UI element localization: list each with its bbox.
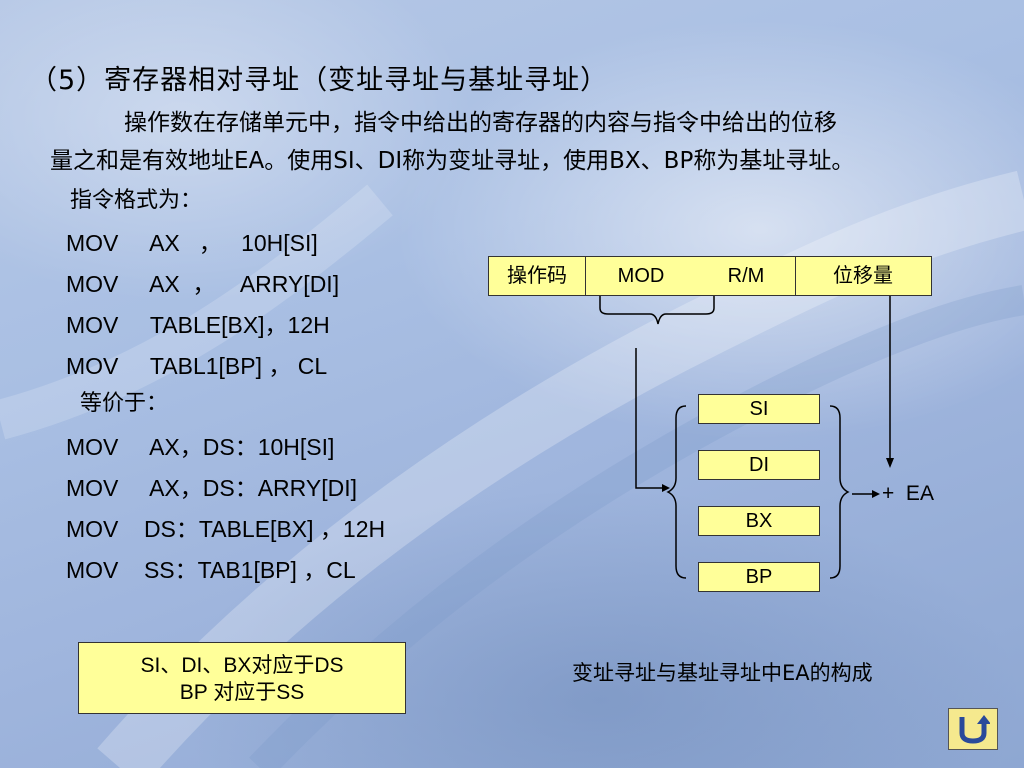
instruction-2: MOV AX ， ARRY[DI]	[66, 271, 340, 297]
instruction-1: MOV AX ， 10H[SI]	[66, 230, 318, 256]
instruction-3: MOV TABLE[BX]，12H	[66, 312, 330, 338]
equivalent-1: MOV AX，DS：10H[SI]	[66, 434, 335, 460]
note-line-2: BP 对应于SS	[179, 681, 305, 704]
register-di: DI	[698, 450, 820, 480]
instruction-format-box: 操作码 MOD R/M 位移量	[488, 256, 932, 296]
field-mod: MOD	[617, 265, 665, 287]
equivalent-4: MOV SS：TAB1[BP] ，CL	[66, 557, 356, 583]
register-si: SI	[698, 394, 820, 424]
equivalent-3: MOV DS：TABLE[BX] ，12H	[66, 516, 386, 542]
equivalent-label: 等价于：	[80, 391, 169, 416]
paragraph-line-1: 操作数在存储单元中，指令中给出的寄存器的内容与指令中给出的位移	[124, 110, 837, 136]
format-label: 指令格式为：	[70, 188, 203, 213]
paragraph-line-2: 量之和是有效地址EA。使用SI、DI称为变址寻址，使用BX、BP称为基址寻址。	[50, 148, 855, 174]
return-icon	[959, 715, 990, 744]
diagram-caption: 变址寻址与基址寻址中EA的构成	[572, 661, 873, 685]
register-bx: BX	[698, 506, 820, 536]
segment-note-box: SI、DI、BX对应于DS BP 对应于SS	[78, 642, 406, 714]
return-button[interactable]	[948, 708, 998, 750]
equivalent-2: MOV AX，DS：ARRY[DI]	[66, 475, 357, 501]
field-opcode: 操作码	[489, 257, 586, 295]
effective-address-label: + EA	[882, 482, 934, 505]
register-bp: BP	[698, 562, 820, 592]
slide-title: （5）寄存器相对寻址（变址寻址与基址寻址）	[30, 65, 609, 96]
field-rm: R/M	[697, 257, 796, 295]
note-line-1: SI、DI、BX对应于DS	[140, 654, 344, 677]
instruction-4: MOV TABL1[BP] ， CL	[66, 353, 328, 379]
description-paragraph: 操作数在存储单元中，指令中给出的寄存器的内容与指令中给出的位移 量之和是有效地址…	[50, 104, 1010, 180]
field-displacement: 位移量	[833, 265, 893, 287]
